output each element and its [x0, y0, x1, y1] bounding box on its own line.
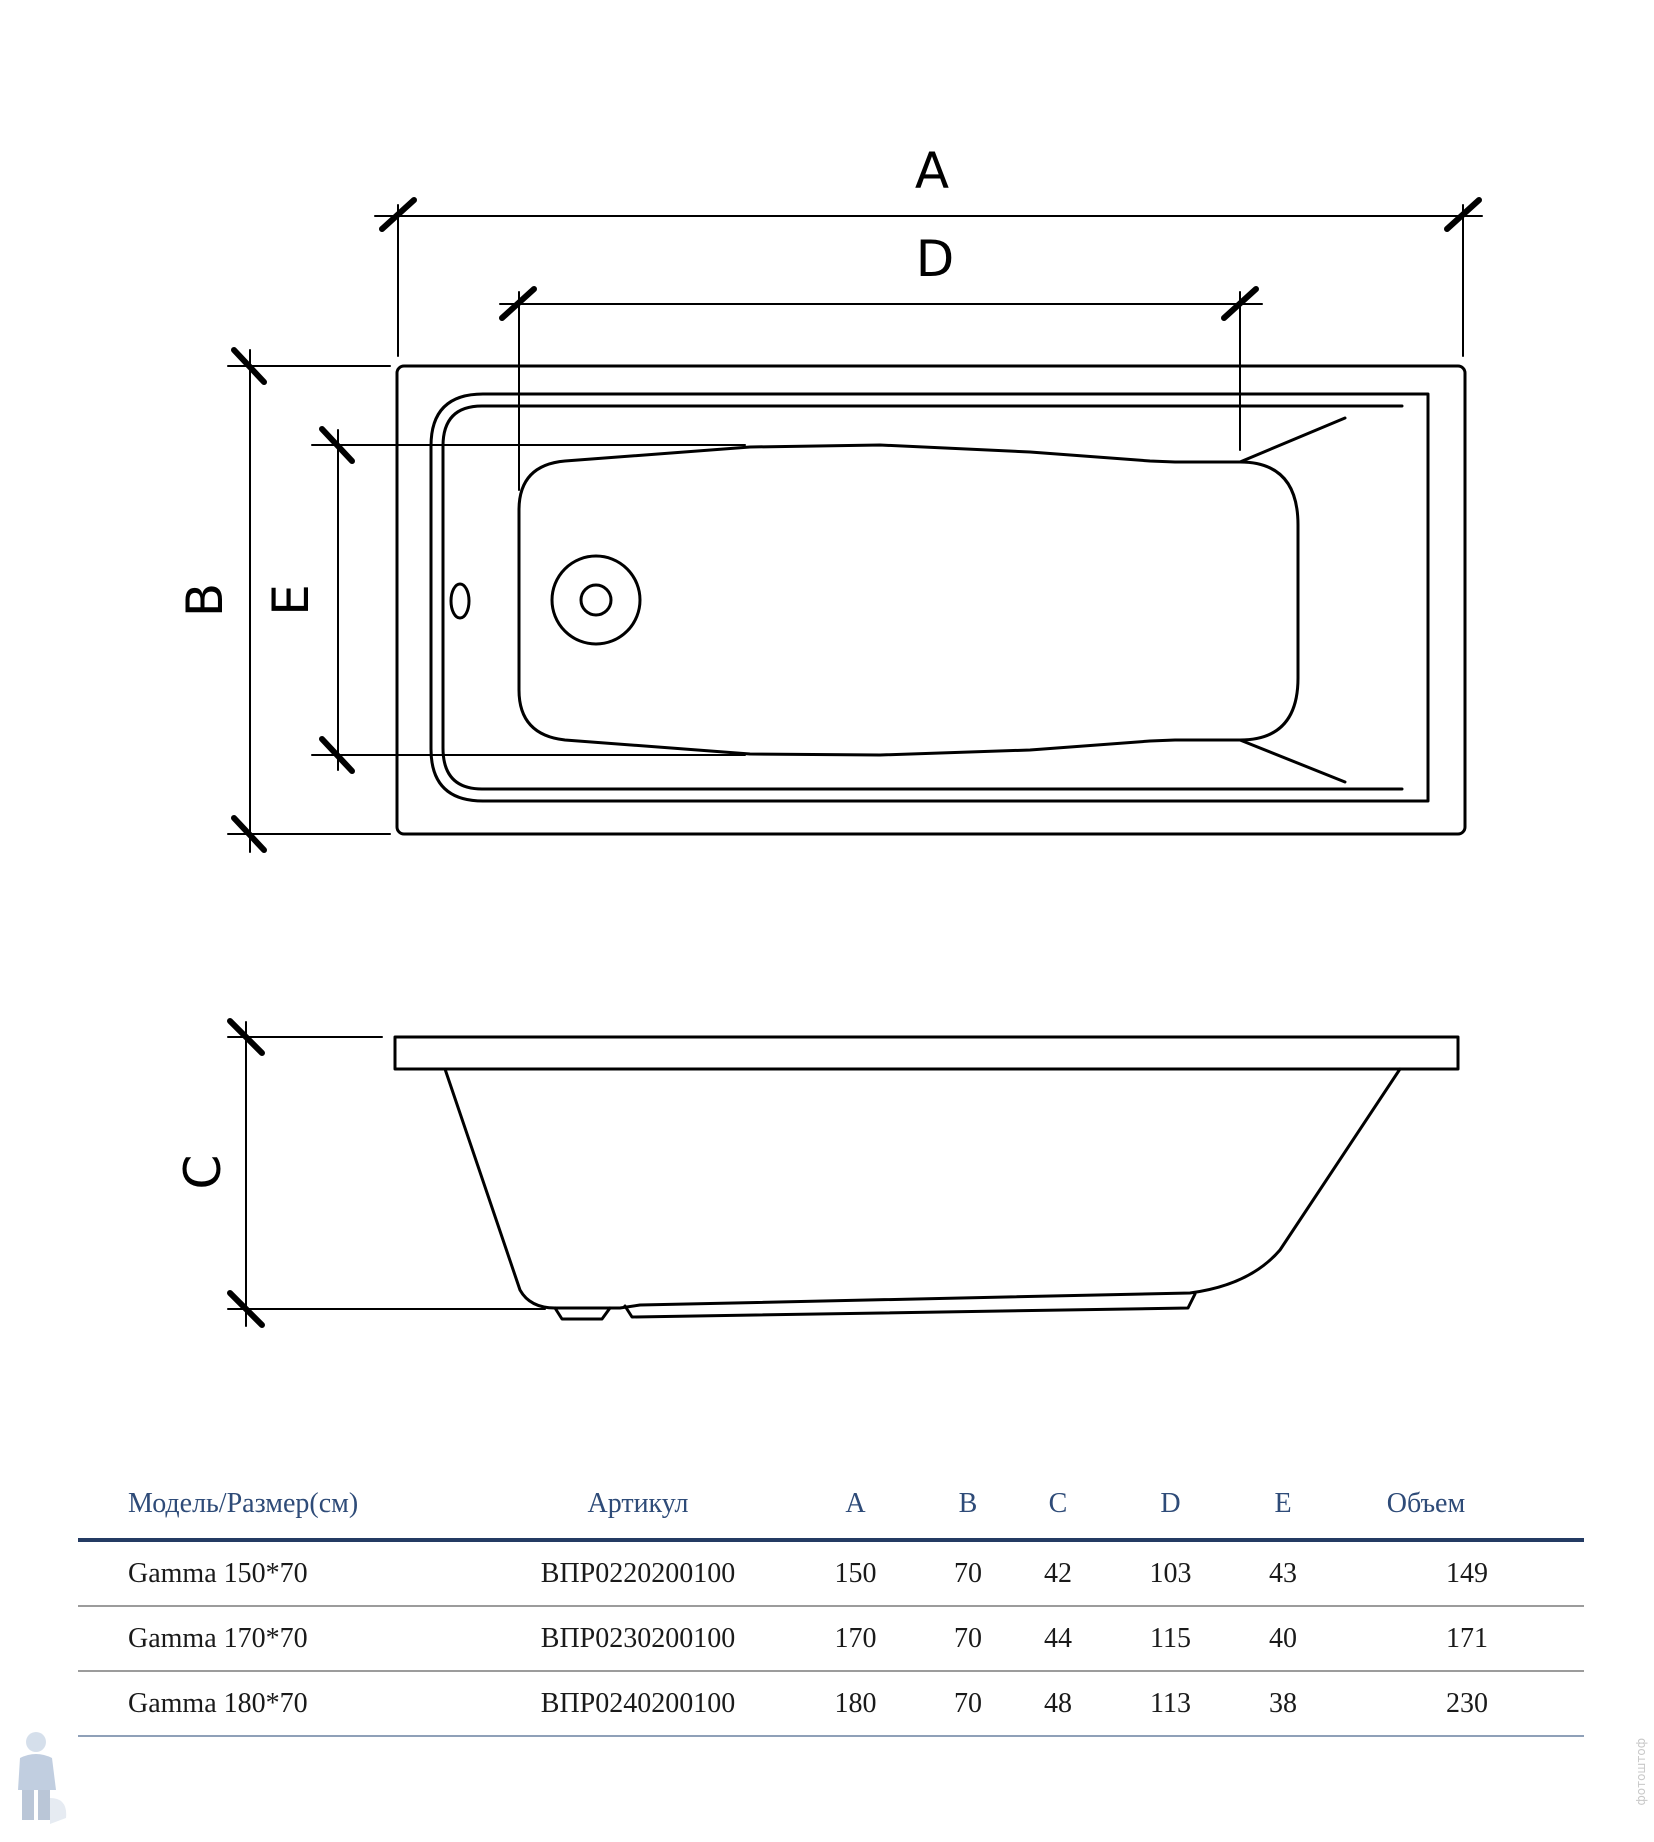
dimension-c-ticks — [227, 1018, 265, 1328]
header-c: C — [1048, 1488, 1068, 1519]
side-rim — [393, 1035, 1460, 1071]
cell-article: ВПР0240200100 — [540, 1687, 736, 1719]
drain-outer — [550, 554, 642, 646]
cell-b: 70 — [954, 1687, 982, 1719]
cell-model: Gamma 150*70 — [128, 1557, 308, 1589]
dimension-e-ticks — [319, 426, 355, 774]
dimension-a-label: A — [915, 142, 949, 200]
dimension-c-label: C — [174, 1155, 232, 1190]
header-article: Артикул — [587, 1488, 689, 1519]
side-body — [443, 1067, 1402, 1310]
cell-e: 43 — [1269, 1557, 1297, 1589]
tub-inner-lip — [441, 404, 1404, 791]
cell-e: 38 — [1269, 1687, 1297, 1719]
dimension-e-label: E — [262, 584, 320, 616]
cell-d: 113 — [1150, 1687, 1191, 1719]
side-view — [393, 1035, 1460, 1321]
dimension-d-label: D — [916, 230, 955, 288]
cell-d: 115 — [1150, 1622, 1191, 1654]
plumber-mascot-icon — [18, 1732, 67, 1824]
side-foot-left — [553, 1306, 612, 1321]
cell-model: Gamma 180*70 — [128, 1687, 308, 1719]
dimension-e — [311, 429, 746, 771]
header-b: B — [958, 1488, 978, 1519]
cell-b: 70 — [954, 1622, 982, 1654]
dimension-a — [374, 204, 1483, 357]
cell-d: 103 — [1149, 1557, 1192, 1589]
specifications-table: Модель/Размер(см) Артикул A B C D E Объе… — [78, 1470, 1584, 1737]
cell-a: 150 — [834, 1557, 877, 1589]
cell-e: 40 — [1269, 1622, 1297, 1654]
dimension-b — [227, 349, 391, 853]
side-foot-right — [623, 1292, 1197, 1319]
cell-b: 70 — [954, 1557, 982, 1589]
cell-article: ВПР0220200100 — [540, 1557, 736, 1589]
dimension-c — [227, 1021, 546, 1327]
bathtub-technical-drawing: A D B E C — [174, 142, 1483, 1328]
cell-article: ВПР0230200100 — [540, 1622, 736, 1654]
table-header-row: Модель/Размер(см) Артикул A B C D E Объе… — [78, 1470, 1584, 1540]
cell-c: 42 — [1044, 1557, 1072, 1589]
headrest-line-bottom — [1238, 738, 1347, 784]
dimension-b-ticks — [231, 347, 267, 853]
cell-c: 48 — [1044, 1687, 1072, 1719]
cell-volume: 230 — [1446, 1687, 1488, 1719]
drain-inner — [579, 583, 613, 617]
dimension-d — [499, 291, 1263, 491]
dimension-d-ticks — [499, 286, 1259, 321]
watermark-text: фотоштоф — [1634, 1738, 1648, 1806]
tub-basin — [517, 443, 1300, 757]
table-row: Gamma 180*70 ВПР0240200100 180 70 48 113… — [78, 1671, 1584, 1736]
header-volume: Объем — [1386, 1488, 1466, 1519]
header-d: D — [1160, 1488, 1181, 1519]
headrest-line-top — [1238, 416, 1347, 464]
top-view — [395, 364, 1467, 836]
cell-a: 180 — [834, 1687, 877, 1719]
overflow-hole — [449, 582, 471, 620]
dimension-a-ticks — [379, 197, 1482, 232]
header-model: Модель/Размер(см) — [128, 1488, 359, 1519]
tub-outer-rim — [395, 364, 1467, 836]
cell-a: 170 — [834, 1622, 877, 1654]
cell-volume: 149 — [1446, 1557, 1488, 1589]
dimension-b-label: B — [176, 583, 234, 617]
table-row: Gamma 170*70 ВПР0230200100 170 70 44 115… — [78, 1606, 1584, 1671]
cell-volume: 171 — [1446, 1622, 1488, 1654]
table-row: Gamma 150*70 ВПР0220200100 150 70 42 103… — [78, 1540, 1584, 1606]
header-e: E — [1274, 1488, 1292, 1519]
cell-c: 44 — [1044, 1622, 1072, 1654]
tub-inner-rim — [429, 392, 1430, 803]
header-a: A — [845, 1488, 866, 1519]
cell-model: Gamma 170*70 — [128, 1622, 308, 1654]
